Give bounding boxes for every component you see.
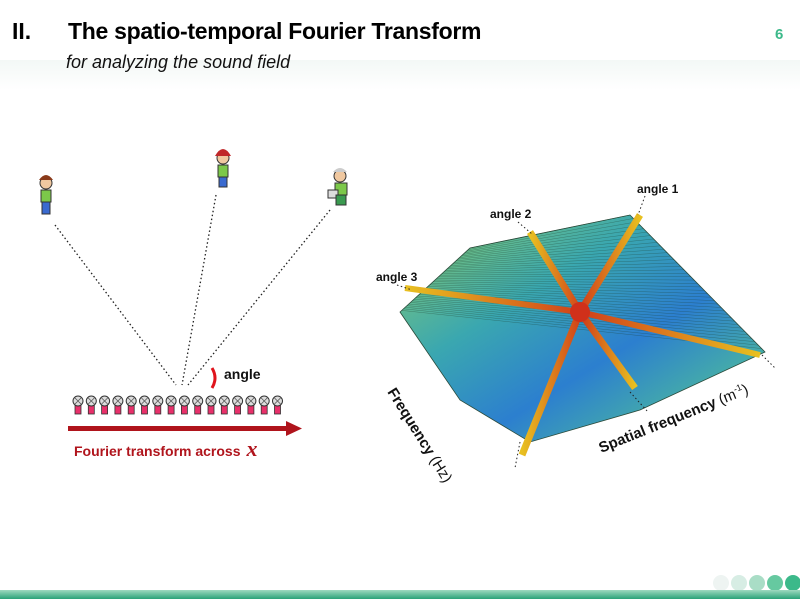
microphone-icon	[72, 395, 84, 415]
mesh-line	[433, 281, 701, 288]
microphone-icon	[245, 395, 257, 415]
microphone-icon	[205, 395, 217, 415]
progress-dot	[749, 575, 765, 591]
mesh-line	[454, 245, 661, 263]
microphone-icon	[165, 395, 177, 415]
slide-subtitle: for analyzing the sound field	[66, 52, 291, 72]
microphone-array	[72, 395, 283, 415]
spatio-temporal-surface-plot	[399, 213, 766, 457]
mesh-line	[466, 221, 637, 252]
variable-x: x	[246, 436, 258, 461]
microphone-icon	[112, 395, 124, 415]
microphone-icon	[99, 395, 111, 415]
microphone-icon	[152, 395, 164, 415]
mesh-line	[445, 262, 678, 271]
person-center-icon	[215, 149, 231, 188]
transform-text: Fourier transform across	[74, 443, 241, 459]
mesh-line	[468, 218, 634, 250]
mesh-line	[464, 225, 641, 253]
propagation-lines	[54, 194, 331, 386]
person-left-icon	[39, 175, 53, 215]
mesh-line	[436, 278, 695, 281]
header-band	[0, 60, 800, 90]
mesh-line	[447, 259, 674, 269]
section-number: II.	[12, 18, 32, 44]
mesh-line	[462, 228, 644, 255]
slide-title: The spatio-temporal Fourier Transform	[68, 18, 482, 44]
angle-3-label: angle 3	[376, 270, 418, 284]
mesh-line	[434, 279, 698, 284]
microphone-icon	[125, 395, 137, 415]
progress-dot	[731, 575, 747, 591]
microphone-icon	[85, 395, 97, 415]
mesh-line	[459, 235, 651, 258]
mesh-line	[441, 269, 685, 274]
mesh-line	[469, 214, 631, 249]
person-right-icon	[327, 168, 348, 206]
mesh-line	[443, 266, 681, 273]
fourier-transform-label: Fourier transform across x	[74, 436, 258, 462]
microphone-icon	[178, 395, 190, 415]
microphone-icon	[272, 395, 283, 415]
mesh-line	[450, 252, 668, 266]
microphone-icon	[258, 395, 270, 415]
fourier-arrow	[68, 421, 302, 436]
angle-1-label: angle 1	[637, 182, 679, 196]
progress-dot	[713, 575, 729, 591]
microphone-icon	[232, 395, 244, 415]
angle-arc	[210, 367, 217, 389]
mesh-line	[405, 307, 755, 342]
progress-dot	[785, 575, 800, 591]
footer-bar	[0, 590, 800, 599]
microphone-icon	[192, 395, 204, 415]
page-number: 6	[775, 26, 784, 43]
mesh-line	[452, 249, 664, 265]
mesh-line	[461, 231, 647, 257]
microphone-icon	[139, 395, 150, 415]
progress-dot	[767, 575, 783, 591]
mesh-line	[448, 255, 671, 268]
microphone-icon	[218, 395, 230, 415]
label-leaders	[396, 195, 776, 469]
angle-label: angle	[224, 366, 261, 382]
angle-2-label: angle 2	[490, 207, 532, 221]
mesh-line	[440, 273, 688, 276]
